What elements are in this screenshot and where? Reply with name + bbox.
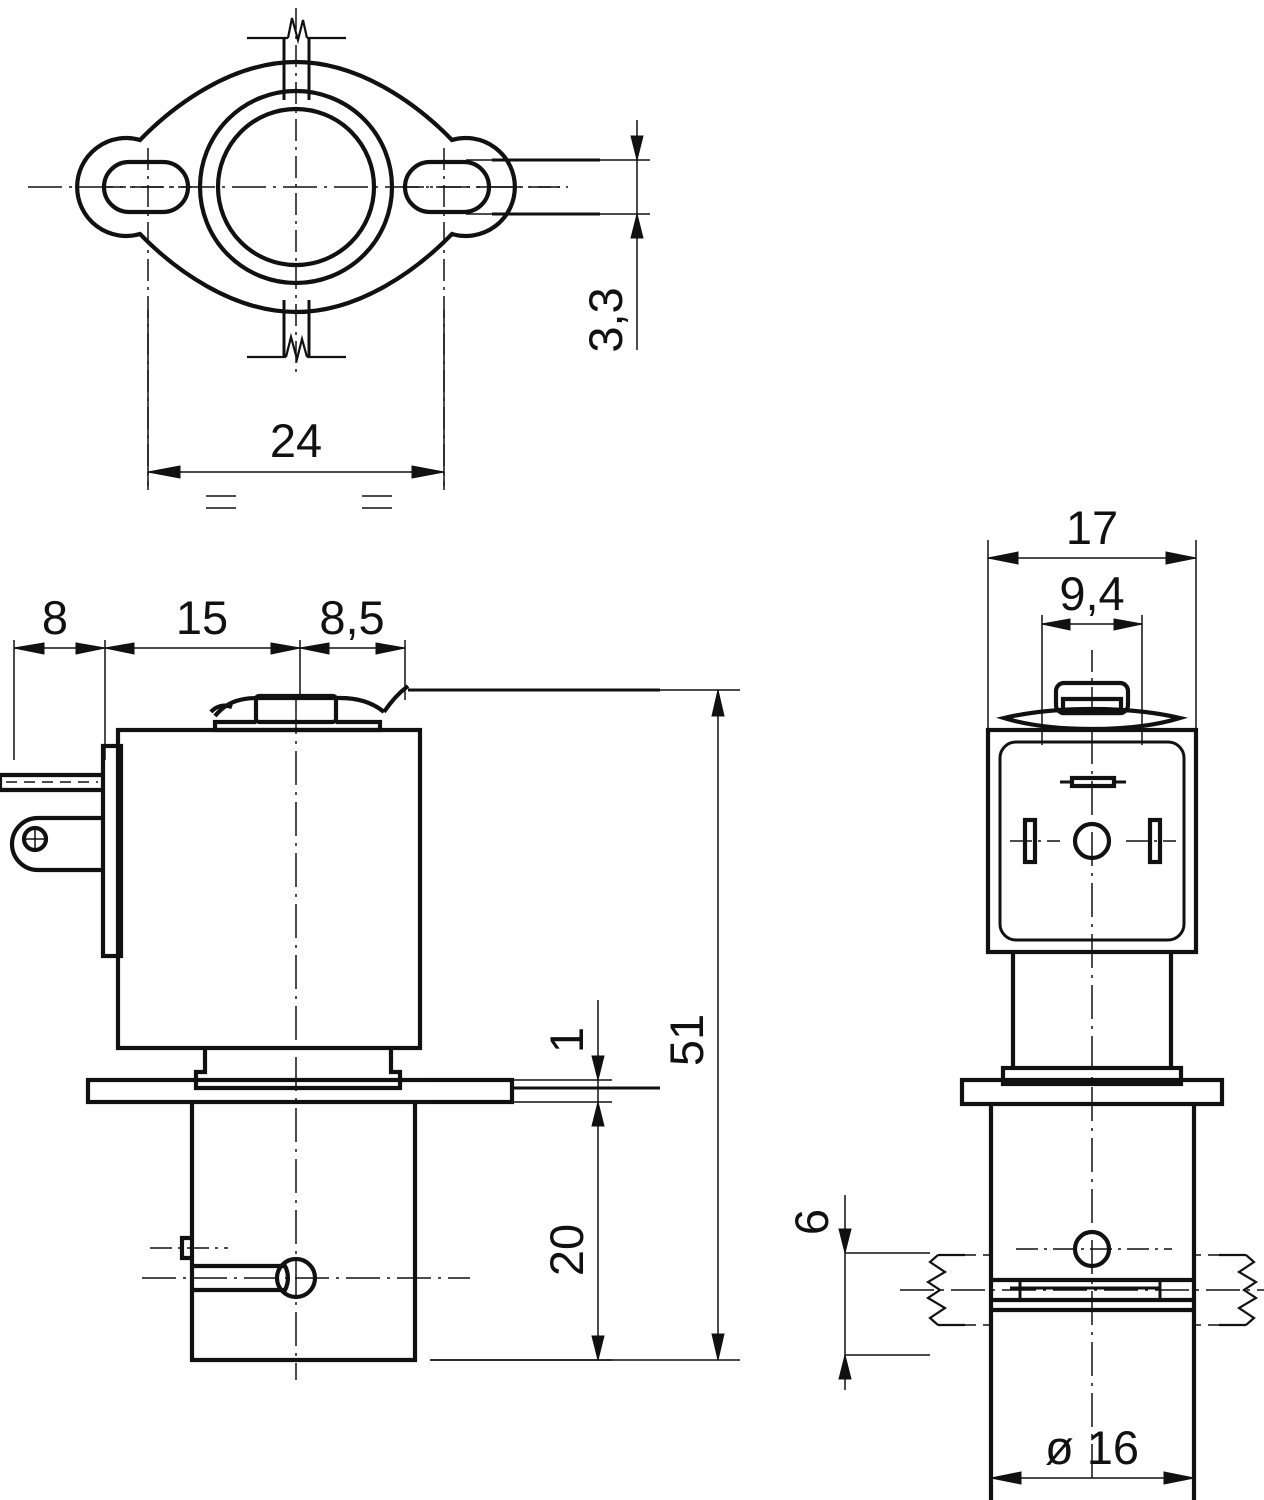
dim51-arrow-top <box>711 689 725 717</box>
front-neck-sides <box>1010 952 1174 1068</box>
flange-boss-outer-circle <box>197 88 395 286</box>
dim-port-offset-6: 6 <box>785 1209 838 1235</box>
width-arrow-right <box>411 465 445 479</box>
dim17-arrow-right <box>1165 551 1197 565</box>
dim-tube-diameter-16: ø 16 <box>1045 1421 1139 1474</box>
side-arrow-85-left <box>299 642 330 655</box>
dim-side-8: 8 <box>42 591 68 644</box>
terminal-blade-upper <box>0 772 103 793</box>
flange-plate <box>85 1077 515 1105</box>
dim-overall-height-51: 51 <box>660 1014 713 1066</box>
side-view: 8 15 8,5 <box>0 591 740 1380</box>
top-break-lower <box>247 300 346 364</box>
dim20-arrow-bottom <box>591 1335 605 1361</box>
dim16-arrow-left <box>990 1471 1022 1485</box>
dim-slot-width-3-3: 3,3 <box>579 287 632 352</box>
dim-side-8-5: 8,5 <box>319 591 384 644</box>
mounting-slot-left <box>101 159 191 215</box>
dim94-arrow-right <box>1113 618 1143 631</box>
connector-body <box>100 743 124 959</box>
coil-retaining-clip <box>209 684 410 733</box>
side-arrow-15-left <box>104 642 135 655</box>
coil-neck <box>193 1048 403 1091</box>
coil-body <box>115 727 423 1051</box>
width-arrow-left <box>147 465 181 479</box>
dim-below-flange-20: 20 <box>540 1224 593 1276</box>
equal-symbol-right <box>362 495 392 509</box>
equal-symbol-left <box>206 495 236 509</box>
connector-face-details <box>1010 775 1176 865</box>
dim-coil-width-17: 17 <box>1066 501 1118 554</box>
terminal-slot-right <box>1147 817 1163 865</box>
dim-plate-thickness-1: 1 <box>540 1027 593 1053</box>
top-view: 3,3 24 <box>28 8 650 509</box>
dim94-arrow-left <box>1041 618 1071 631</box>
terminal-blade-lower <box>9 815 103 873</box>
side-arrow-85-right <box>375 642 406 655</box>
dim16-arrow-right <box>1163 1471 1195 1485</box>
dim-connector-width-9-4: 9,4 <box>1059 567 1124 620</box>
top-break-upper <box>247 17 346 100</box>
front-clip-inner <box>1060 696 1124 716</box>
valve-left-tab <box>179 1235 192 1261</box>
dim-flange-width-24: 24 <box>270 414 322 467</box>
dim6-arrow-bottom <box>838 1354 852 1380</box>
front-break-left <box>925 1253 991 1327</box>
side-arrow-15-right <box>270 642 301 655</box>
front-view: 17 9,4 <box>785 501 1264 1500</box>
front-break-right <box>1194 1253 1259 1327</box>
dim17-arrow-left <box>987 551 1019 565</box>
flange-outline <box>75 59 517 315</box>
slot-width-arrow-bottom <box>630 213 644 239</box>
dim51-arrow-bottom <box>711 1333 725 1361</box>
dim6-arrow-top <box>838 1228 852 1254</box>
side-arrow-8-left <box>13 642 45 655</box>
mounting-slot-right <box>402 159 492 215</box>
dim1-arrow-bottom <box>591 1101 605 1127</box>
dim1-arrow-top <box>591 1055 605 1081</box>
dim-side-15: 15 <box>176 591 228 644</box>
flange-bore-circle <box>215 106 377 268</box>
valve-body-outline <box>189 1102 418 1363</box>
slot-width-arrow-top <box>630 135 644 161</box>
side-arrow-8-right <box>75 642 106 655</box>
ground-terminal-slot <box>1069 775 1117 789</box>
